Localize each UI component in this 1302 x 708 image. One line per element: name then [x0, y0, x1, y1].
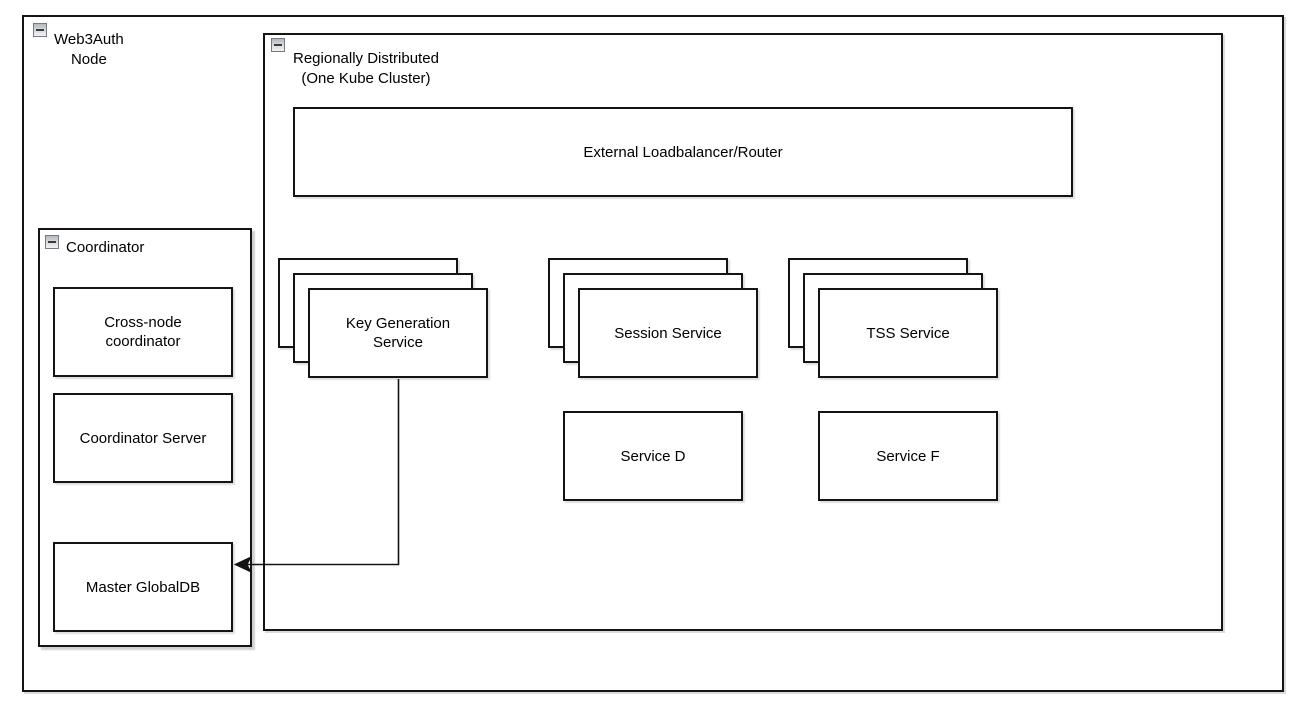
container-regionally-distributed: Regionally Distributed (One Kube Cluster…: [263, 33, 1223, 631]
container-label-regionally-distributed: Regionally Distributed (One Kube Cluster…: [293, 50, 439, 87]
container-label-web3auth-node: Web3Auth Node: [54, 31, 124, 68]
node-label-tss-service: TSS Service: [866, 324, 950, 342]
stack-session-service: Session Service: [548, 258, 760, 380]
node-label-master-globaldb: Master GlobalDB: [85, 578, 201, 596]
node-service-f: Service F: [818, 411, 998, 501]
node-tss-service: TSS Service: [818, 288, 998, 378]
node-cross-node-coordinator: Cross-node coordinator: [53, 287, 233, 377]
node-coordinator-server: Coordinator Server: [53, 393, 233, 483]
stack-tss-service: TSS Service: [788, 258, 1000, 380]
container-coordinator: Coordinator Cross-node coordinator Coord…: [38, 228, 252, 647]
node-key-generation-service: Key Generation Service: [308, 288, 488, 378]
node-label-key-generation-service: Key Generation Service: [345, 315, 451, 351]
node-label-coordinator-server: Coordinator Server: [79, 429, 207, 447]
collapse-minus-icon[interactable]: [271, 38, 285, 52]
stack-key-generation-service: Key Generation Service: [278, 258, 490, 380]
node-external-loadbalancer: External Loadbalancer/Router: [293, 107, 1073, 197]
node-label-service-f: Service F: [876, 447, 940, 465]
container-label-coordinator: Coordinator: [66, 239, 145, 256]
node-master-globaldb: Master GlobalDB: [53, 542, 233, 632]
node-label-service-d: Service D: [620, 447, 686, 465]
collapse-minus-icon[interactable]: [33, 23, 47, 37]
node-label-external-loadbalancer: External Loadbalancer/Router: [583, 143, 783, 161]
container-web3auth-node: Web3Auth Node Regionally Distributed (On…: [22, 15, 1284, 692]
node-label-cross-node-coordinator: Cross-node coordinator: [104, 314, 182, 350]
node-service-d: Service D: [563, 411, 743, 501]
collapse-minus-icon[interactable]: [45, 235, 59, 249]
node-session-service: Session Service: [578, 288, 758, 378]
node-label-session-service: Session Service: [614, 324, 722, 342]
